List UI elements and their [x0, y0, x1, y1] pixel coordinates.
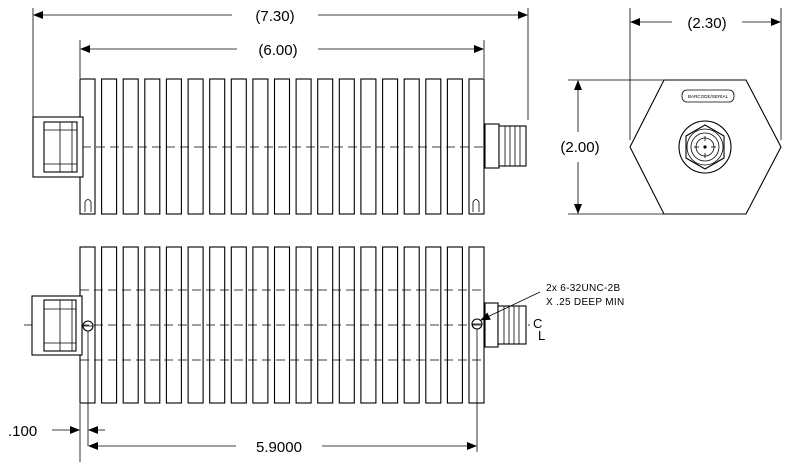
top-fin — [295, 78, 312, 215]
top-fin — [101, 78, 118, 215]
dim-overall-length: (7.30) — [32, 8, 529, 120]
top-fin — [403, 78, 420, 215]
overall-length-label: (7.30) — [255, 8, 294, 25]
side-left-connector — [31, 295, 83, 356]
top-fin — [209, 78, 226, 215]
height-label: (2.00) — [560, 139, 599, 156]
end-connector-outer — [678, 120, 732, 174]
top-mount-mark-right — [472, 199, 480, 212]
top-fin — [252, 78, 269, 215]
barcode-label-text: BARCODE/SERIAL — [688, 94, 729, 99]
tap-note-line1: 2x 6-32UNC-2B — [546, 283, 621, 294]
dim-width-across: (2.30) — [629, 8, 782, 140]
dim-hole-offset: .100 — [8, 331, 105, 462]
top-fin — [382, 78, 399, 215]
top-view: (7.30) (6.00) — [32, 8, 529, 215]
top-fin — [446, 78, 463, 215]
top-fin — [425, 78, 442, 215]
width-across-label: (2.30) — [687, 15, 726, 32]
top-fin — [144, 78, 161, 215]
top-fin — [468, 78, 485, 215]
top-fin — [187, 78, 204, 215]
centerline-symbol-l: L — [538, 328, 546, 343]
top-fin — [273, 78, 291, 215]
side-right-connector — [484, 302, 527, 348]
end-connector-hex — [685, 124, 725, 170]
top-fin — [122, 78, 139, 215]
barcode-label-box — [681, 89, 735, 103]
body-length-label: (6.00) — [258, 42, 297, 59]
tap-note-line2: X .25 DEEP MIN — [546, 297, 625, 308]
top-right-connector — [484, 123, 527, 169]
top-mount-mark-left — [84, 199, 92, 212]
centerline-symbol-c: C — [533, 316, 543, 331]
hole-offset-label: .100 — [8, 423, 37, 440]
dim-hole-spacing: 5.9000 — [88, 329, 478, 456]
top-fin — [338, 78, 355, 215]
dim-body-length: (6.00) — [79, 40, 485, 78]
side-view: 2x 6-32UNC-2B X .25 DEEP MIN C L .100 5.… — [8, 246, 625, 462]
top-left-connector — [32, 116, 84, 178]
hole-spacing-label: 5.9000 — [256, 439, 302, 456]
tap-note-leader — [480, 291, 541, 321]
top-fin — [165, 78, 182, 215]
top-fin — [317, 78, 334, 215]
end-view: BARCODE/SERIAL (2.30) (2.00) — [560, 8, 782, 215]
top-fin — [230, 78, 247, 215]
top-fin — [360, 78, 377, 215]
center-pin — [703, 145, 707, 149]
top-fins — [79, 78, 485, 215]
dim-height: (2.00) — [560, 79, 664, 215]
